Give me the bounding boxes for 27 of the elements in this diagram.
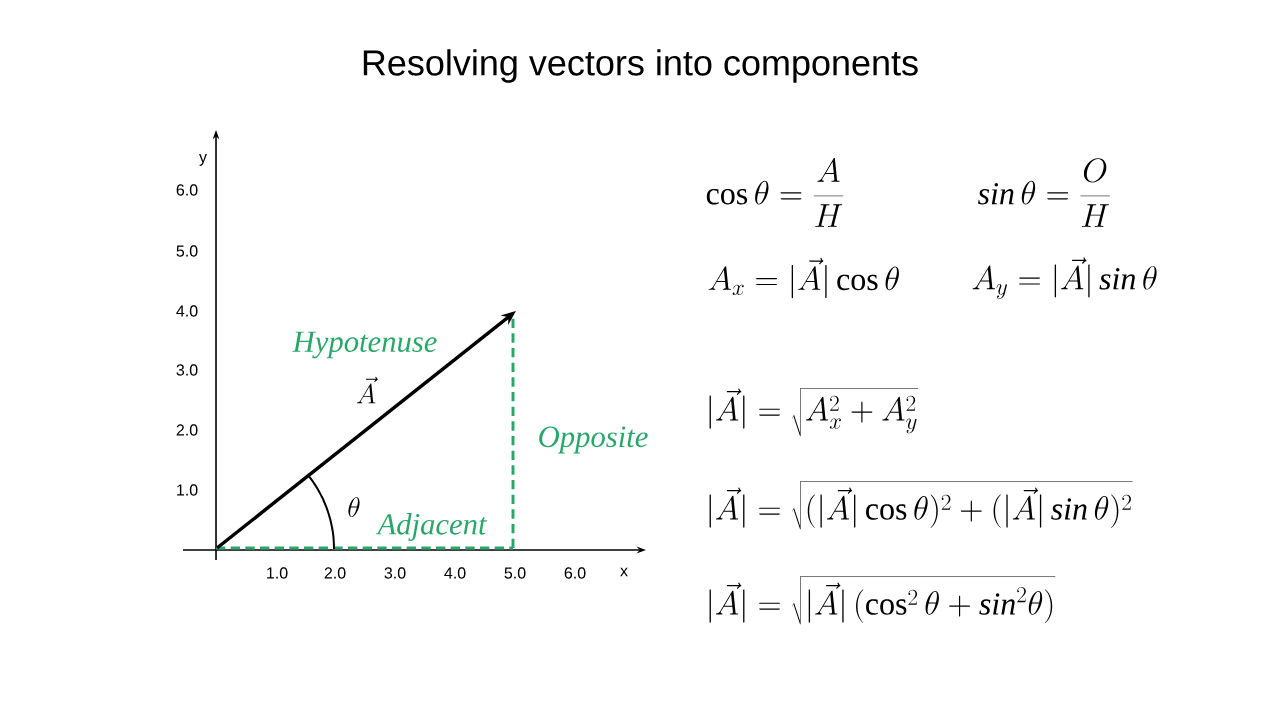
tick-label: 5.0	[504, 567, 526, 579]
tick-label: 1.0	[267, 567, 288, 579]
axis-label: y	[199, 154, 207, 166]
tick-label: 2.0	[176, 424, 198, 436]
equation: $A_y = |\vec{A}|\,\mathit{sin}\,\theta$	[972, 257, 1157, 299]
side-label: Opposite	[539, 426, 648, 454]
tick-label: 2.0	[324, 567, 346, 579]
equation: $|\vec{A}| = \sqrt{(|\vec{A}|\cos\theta)^2 + (|\vec{A}|\,\mathit{sin}\,\theta)^2}$	[709, 481, 1133, 530]
equation: $\mathit{sin}\,\theta = \frac{O}{H}$	[978, 158, 1110, 227]
equation: $|\vec{A}| = \sqrt{A_x^2 + A_y^2}$	[709, 388, 919, 437]
axis-label: x	[620, 567, 628, 577]
tick-label: 3.0	[384, 567, 406, 579]
equation: $|\vec{A}| = \sqrt{|\vec{A}|\,(\cos^2\theta + \mathit{sin}^2\theta)}$	[709, 576, 1056, 625]
equation: $A_x = |\vec{A}|\cos\theta$	[708, 257, 899, 299]
tick-label: 1.0	[177, 484, 198, 496]
equation: $\cos\theta = \frac{A}{H}$	[706, 158, 844, 227]
angle-label: $\theta$	[348, 497, 360, 517]
title: Resolving vectors into components	[363, 49, 918, 83]
side-label: Hypotenuse	[292, 331, 437, 359]
vector-label: $\vec{A}$	[356, 376, 378, 404]
tick-label: 3.0	[176, 364, 198, 376]
side-label: Adjacent	[375, 513, 488, 541]
tick-label: 5.0	[176, 245, 198, 257]
tick-label: 4.0	[176, 305, 198, 317]
tick-label: 6.0	[176, 184, 198, 196]
tick-label: 4.0	[444, 567, 466, 579]
tick-label: 6.0	[564, 567, 586, 579]
